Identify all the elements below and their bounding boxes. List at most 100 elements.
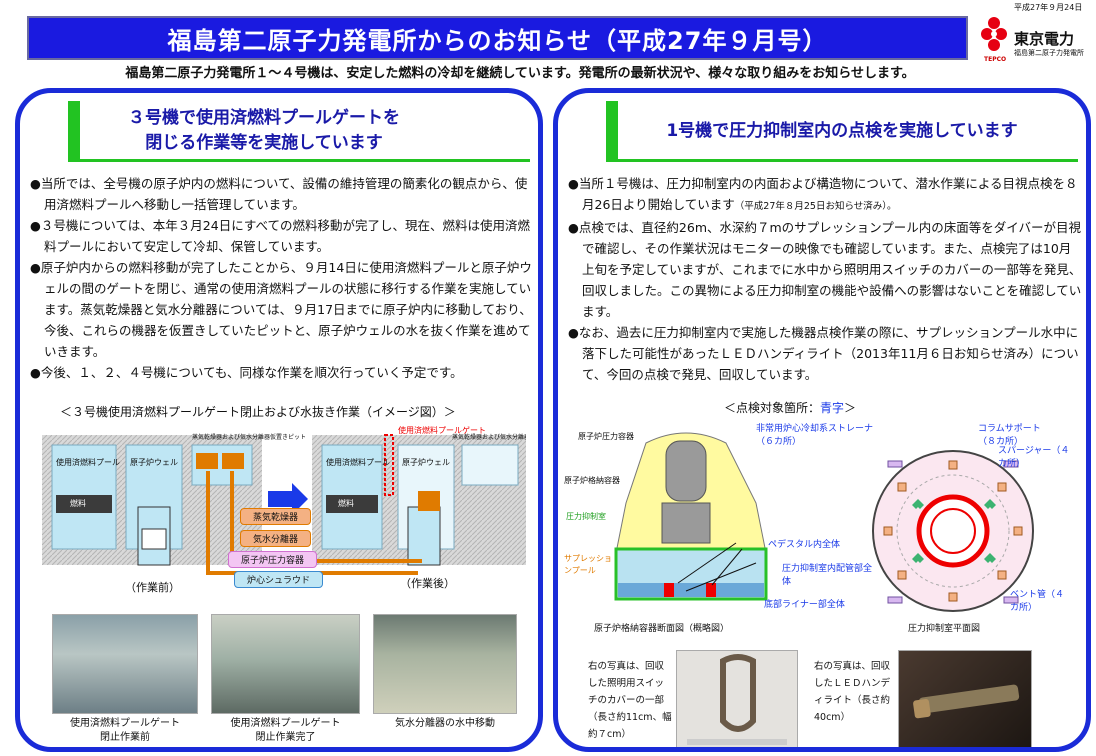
strainer-mark xyxy=(664,583,674,597)
column-support-mark xyxy=(997,570,1007,580)
tepco-logo: 東京電力 福島第二原子力発電所 TEPCO xyxy=(978,14,1093,64)
pedestal-shape xyxy=(661,502,711,544)
bullet-item: ●点検では、直径約26m、水深約７mのサプレッションプール内の床面等をダイバーが… xyxy=(568,220,1082,319)
column-support-mark xyxy=(883,526,893,536)
shroud-before xyxy=(141,528,167,550)
label-pedestal: ペデスタル内全体 xyxy=(768,540,841,550)
column-support-mark xyxy=(948,460,958,470)
photo-gate-complete xyxy=(211,614,360,714)
panel-unit1-header: 1号機で圧力抑制室内の点検を実施しています xyxy=(606,101,1052,161)
heading-underline xyxy=(606,159,1078,162)
label-vessel: 原子炉圧力容器 xyxy=(228,551,318,568)
bullet-note: （平成27年８月25日お知らせ済み）。 xyxy=(734,201,897,212)
label-shroud: 炉心シュラウド xyxy=(234,571,324,588)
fuel-rack-after xyxy=(326,495,378,513)
label-after: （作業後） xyxy=(400,577,455,590)
bullet-item: ●なお、過去に圧力抑制室内で実施した機器点検作業の際に、サプレッションプール水中… xyxy=(568,325,1079,382)
column-support-mark xyxy=(897,570,907,580)
label-gate: 使用済燃料プールゲート xyxy=(398,425,486,435)
tepco-logo-icon xyxy=(981,17,1007,51)
bullet-item: ●今後、１、２、４号機についても、同様な作業を順次行っていく予定です。 xyxy=(30,365,463,380)
column-support-mark xyxy=(997,482,1007,492)
note-switch-cover: 右の写真は、回収した照明用スイッチのカバーの一部（長さ約11cm、幅約７cm） xyxy=(588,661,672,740)
label-well-after: 原子炉ウェル xyxy=(402,457,450,467)
label-pit-after: 蒸気乾燥器および気水分離器仮置きピット xyxy=(452,433,526,441)
page-title-text: 福島第二原子力発電所からのお知らせ（平成27年９月号） xyxy=(167,26,828,55)
section-caption: 原子炉格納容器断面図（概略図） xyxy=(594,624,730,634)
separator-text: 気水分離器 xyxy=(253,535,299,545)
label-strainer: 非常用炉心冷却系ストレーナ（６カ所） xyxy=(756,424,874,447)
caption-text: ＜点検対象箇所： xyxy=(724,401,821,415)
vent-pipe-mark xyxy=(1003,596,1019,604)
steam-dryer-text: 蒸気乾燥器 xyxy=(253,513,299,523)
shroud-text: 炉心シュラウド xyxy=(247,576,311,586)
photo-switch-cover xyxy=(676,650,798,747)
bullet-text: ●当所１号機は、圧力抑制室内の内面および構造物について、潜水作業による目視点検を… xyxy=(568,176,1078,212)
unit1-diagram-caption: ＜点検対象箇所：青字＞ xyxy=(724,399,856,416)
containment-section-diagram xyxy=(614,432,768,601)
sparger-mark xyxy=(912,499,924,509)
label-before: （作業前） xyxy=(125,581,180,594)
note-led-light: 右の写真は、回収したＬＥＤハンディライト（長さ約40cm） xyxy=(814,661,891,723)
label-fuel-after: 燃料 xyxy=(338,498,354,508)
leader-line xyxy=(677,542,737,584)
label-steam-dryer: 蒸気乾燥器 xyxy=(240,508,312,525)
logo-subname: 福島第二原子力発電所 xyxy=(1014,49,1084,57)
column-support-mark xyxy=(897,482,907,492)
arrow-right-icon xyxy=(268,483,308,515)
label-pit-before: 蒸気乾燥器および気水分離器仮置きピット xyxy=(192,433,306,441)
gate-after xyxy=(384,434,394,496)
label-sparger: スパージャー（４カ所） xyxy=(998,446,1070,469)
switch-cover-image xyxy=(687,654,787,745)
panel-unit1-title: 1号機で圧力抑制室内の点検を実施しています xyxy=(666,120,1018,141)
strainer-mark xyxy=(706,583,716,597)
photo-gate-before xyxy=(52,614,198,714)
plan-caption: 圧力抑制室平面図 xyxy=(908,624,981,634)
vent-pipe-mark xyxy=(1003,460,1019,468)
photo-caption: 使用済燃料プールゲート 閉止作業前 xyxy=(52,717,198,745)
label-pool-after: 使用済燃料プール xyxy=(326,457,390,467)
label-pipe: 圧力抑制室内配管部全体 xyxy=(782,564,873,587)
label-fuel-before: 燃料 xyxy=(70,498,86,508)
installed-equipment xyxy=(418,491,440,511)
unit3-diagram-caption: ＜３号機使用済燃料プールゲート閉止および水抜き作業（イメージ図）＞ xyxy=(60,405,456,419)
label-pcv: 原子炉圧力容器 xyxy=(578,432,634,441)
label-separator: 気水分離器 xyxy=(240,530,312,547)
bullet-item: ●当所では、全号機の原子炉内の燃料について、設備の維持管理の簡素化の観点から、使… xyxy=(30,176,528,212)
bullet-item: ●当所１号機は、圧力抑制室内の内面および構造物について、潜水作業による目視点検を… xyxy=(568,173,1082,217)
page-title: 福島第二原子力発電所からのお知らせ（平成27年９月号） xyxy=(27,16,968,60)
label-pool-before: 使用済燃料プール xyxy=(56,457,120,467)
pressure-vessel-shape xyxy=(665,440,707,502)
label-suppression-chamber: 圧力抑制室 xyxy=(566,512,606,521)
title-line-1: ３号機で使用済燃料プールゲートを xyxy=(128,108,400,129)
vessel-after xyxy=(407,506,441,566)
photo-led-light xyxy=(898,650,1032,747)
photo-caption-line: 使用済燃料プールゲート xyxy=(70,718,180,729)
leader-line xyxy=(685,562,757,592)
panel-unit1: 1号機で圧力抑制室内の点検を実施しています ●当所１号機は、圧力抑制室内の内面お… xyxy=(553,88,1091,752)
heading-underline xyxy=(68,159,530,162)
suppression-pool-water xyxy=(618,583,764,597)
photo-separator-moving xyxy=(373,614,517,714)
inner-ring xyxy=(930,508,976,554)
subtitle: 福島第二原子力発電所１～４号機は、安定した燃料の冷却を継続しています。発電所の最… xyxy=(125,66,915,81)
dryer-before xyxy=(196,453,218,469)
sparger-mark xyxy=(912,553,924,563)
caption-blue-text: 青字 xyxy=(820,401,845,415)
panel-unit3-title: ３号機で使用済燃料プールゲートを 閉じる作業等を実施しています xyxy=(94,106,434,155)
heading-accent-bar xyxy=(68,101,80,161)
middle-ring xyxy=(896,474,1010,588)
vent-pipe-mark xyxy=(887,596,903,604)
photo-caption-line: 気水分離器の水中移動 xyxy=(395,718,495,729)
logo-tepco: TEPCO xyxy=(984,56,1007,63)
caption-end-text: ＞ xyxy=(844,401,857,415)
sparger-mark xyxy=(984,553,996,563)
label-suppression-pool: サプレッションプール xyxy=(564,554,612,575)
heading-accent-bar xyxy=(606,101,618,161)
label-liner: 底部ライナー部全体 xyxy=(764,600,845,610)
title-line-2: 閉じる作業等を実施しています xyxy=(145,133,383,153)
vent-pipe-mark xyxy=(887,460,903,468)
unit3-bullets: ●当所では、全号機の原子炉内の燃料について、設備の維持管理の簡素化の観点から、使… xyxy=(30,173,536,383)
photo-caption: 使用済燃料プールゲート 閉止作業完了 xyxy=(211,717,360,745)
gate-closure-diagram: 使用済燃料プール 燃料 原子炉ウェル 使用済燃料プール 燃料 原子炉ウェル 蒸気… xyxy=(42,425,526,575)
